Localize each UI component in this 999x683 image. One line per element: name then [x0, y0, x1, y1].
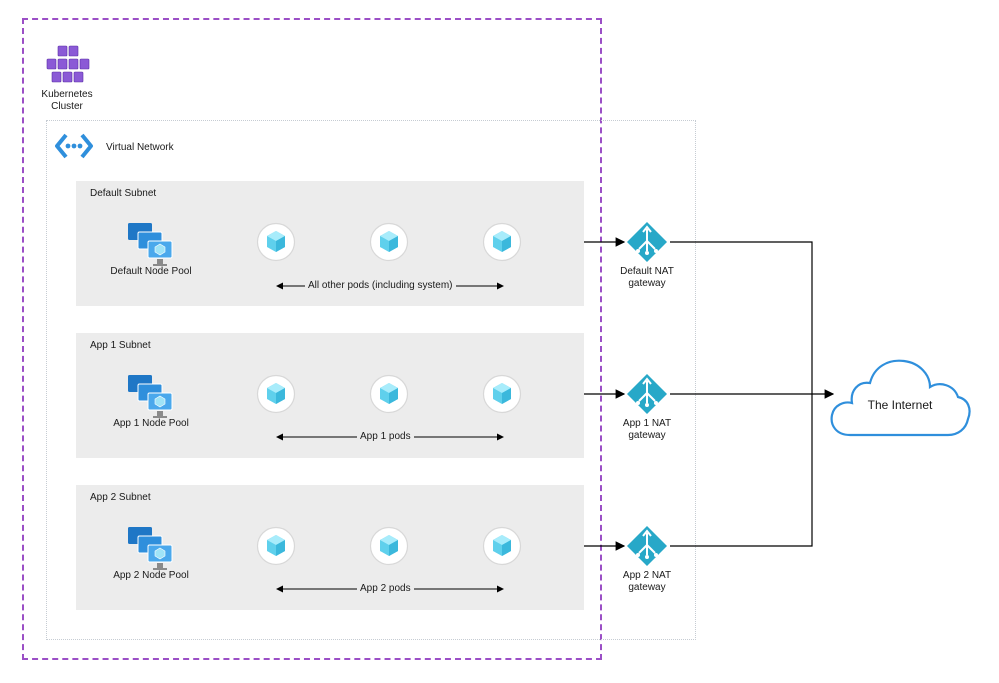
app1-nat-label-line2: gateway [628, 430, 666, 441]
app2-nat-label-line1: App 2 NAT [622, 570, 672, 581]
default-pods-label: All other pods (including system) [305, 280, 456, 291]
default-node-pool-label: Default Node Pool [110, 266, 192, 277]
cluster-label: Kubernetes Cluster [30, 89, 104, 113]
nat-gateway-icon [626, 373, 668, 415]
nat-gateway-icon [626, 525, 668, 567]
pod-icon [482, 222, 522, 262]
default-nat-label-line2: gateway [628, 278, 666, 289]
app2-nat-label-line2: gateway [628, 582, 666, 593]
default-nat-label: Default NAT gateway [607, 266, 687, 290]
vnet-label: Virtual Network [106, 142, 174, 153]
app1-nat-label-line1: App 1 NAT [622, 418, 672, 429]
node-pool-icon [127, 526, 175, 572]
default-subnet-title: Default Subnet [90, 188, 157, 199]
pod-icon [256, 526, 296, 566]
app2-subnet-title: App 2 Subnet [90, 492, 151, 503]
pod-icon [256, 222, 296, 262]
cluster-label-line1: Kubernetes [41, 89, 93, 100]
pod-icon [256, 374, 296, 414]
internet-label: The Internet [867, 398, 933, 412]
app1-pods-label: App 1 pods [357, 431, 414, 442]
pod-icon [369, 374, 409, 414]
pod-icon [369, 222, 409, 262]
node-pool-icon [127, 374, 175, 420]
pod-icon [369, 526, 409, 566]
app1-node-pool-label: App 1 Node Pool [113, 418, 189, 429]
virtual-network-icon [54, 132, 94, 160]
app2-node-pool-label: App 2 Node Pool [113, 570, 189, 581]
app1-nat-label: App 1 NAT gateway [607, 418, 687, 442]
virtual-network-boundary [46, 120, 696, 640]
cluster-label-line2: Cluster [51, 101, 83, 112]
pod-icon [482, 526, 522, 566]
kubernetes-cluster-icon [46, 44, 90, 88]
app1-subnet-title: App 1 Subnet [90, 340, 151, 351]
kubernetes-cluster-boundary [22, 18, 602, 660]
app2-nat-label: App 2 NAT gateway [607, 570, 687, 594]
nat-gateway-icon [626, 221, 668, 263]
node-pool-icon [127, 222, 175, 268]
pod-icon [482, 374, 522, 414]
cloud-icon [828, 355, 972, 439]
default-nat-label-line1: Default NAT [620, 266, 674, 277]
app2-pods-label: App 2 pods [357, 583, 414, 594]
